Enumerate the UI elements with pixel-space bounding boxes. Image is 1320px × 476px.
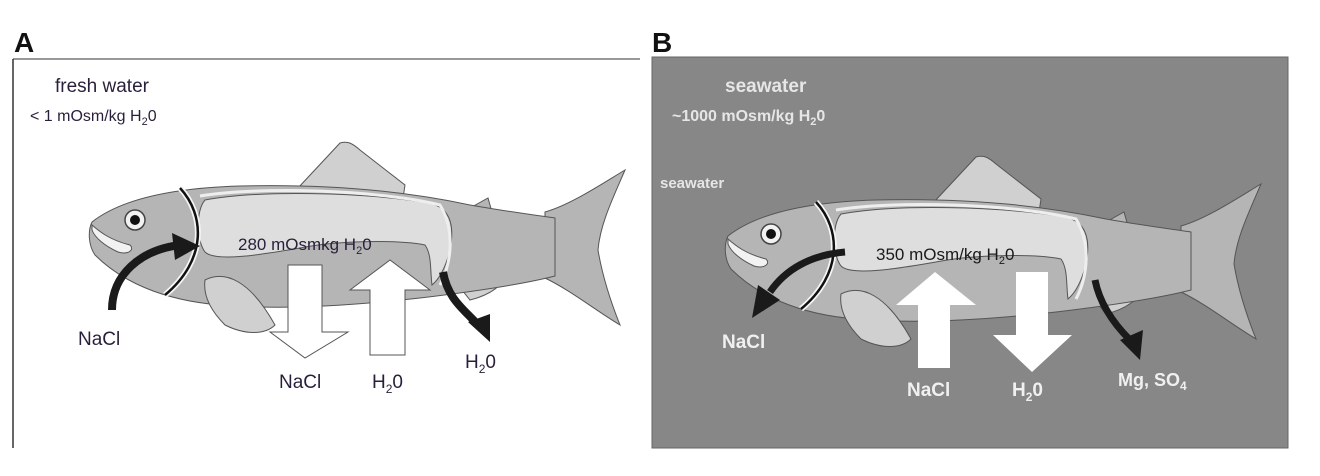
body-osmolality: 280 mOsmkg H20 xyxy=(238,235,372,257)
panel-b-letter: B xyxy=(652,27,672,58)
fish-illustration xyxy=(89,142,625,332)
panel-b: B seawater ~1000 mOsm/kg H20 seawater 35… xyxy=(651,27,1289,449)
water-gain-arrow xyxy=(348,259,432,356)
water-loss-label: H20 xyxy=(1012,380,1043,404)
urine-mg-so4-label: Mg, SO4 xyxy=(1118,370,1187,393)
environment-label: fresh water xyxy=(55,76,150,97)
gill-nacl-excretion-arrow xyxy=(752,248,846,318)
nacl-loss-arrow xyxy=(268,264,350,359)
water-gain-label: H20 xyxy=(372,372,403,396)
gill-nacl-uptake-arrow xyxy=(108,233,200,311)
urine-water-arrow xyxy=(439,271,490,342)
gill-nacl-label: NaCl xyxy=(78,329,120,350)
panel-a-letter: A xyxy=(14,27,34,58)
water-loss-arrow xyxy=(993,272,1072,372)
panel-a: A fresh water < 1 mOsm/kg H20 280 mOsmkg… xyxy=(12,27,640,448)
nacl-gain-label: NaCl xyxy=(907,380,950,401)
environment-osmolality: < 1 mOsm/kg H20 xyxy=(30,108,157,128)
body-osmolality: 350 mOsm/kg H20 xyxy=(876,245,1014,267)
nacl-loss-label: NaCl xyxy=(279,372,321,393)
nacl-gain-arrow xyxy=(896,272,976,368)
environment-label: seawater xyxy=(725,76,807,97)
urine-water-label: H20 xyxy=(465,352,496,376)
urine-mg-so4-arrow xyxy=(1091,279,1143,360)
environment-osmolality: ~1000 mOsm/kg H20 xyxy=(672,108,825,128)
seawater-intake-label: seawater xyxy=(660,175,724,192)
gill-nacl-label: NaCl xyxy=(722,332,765,353)
